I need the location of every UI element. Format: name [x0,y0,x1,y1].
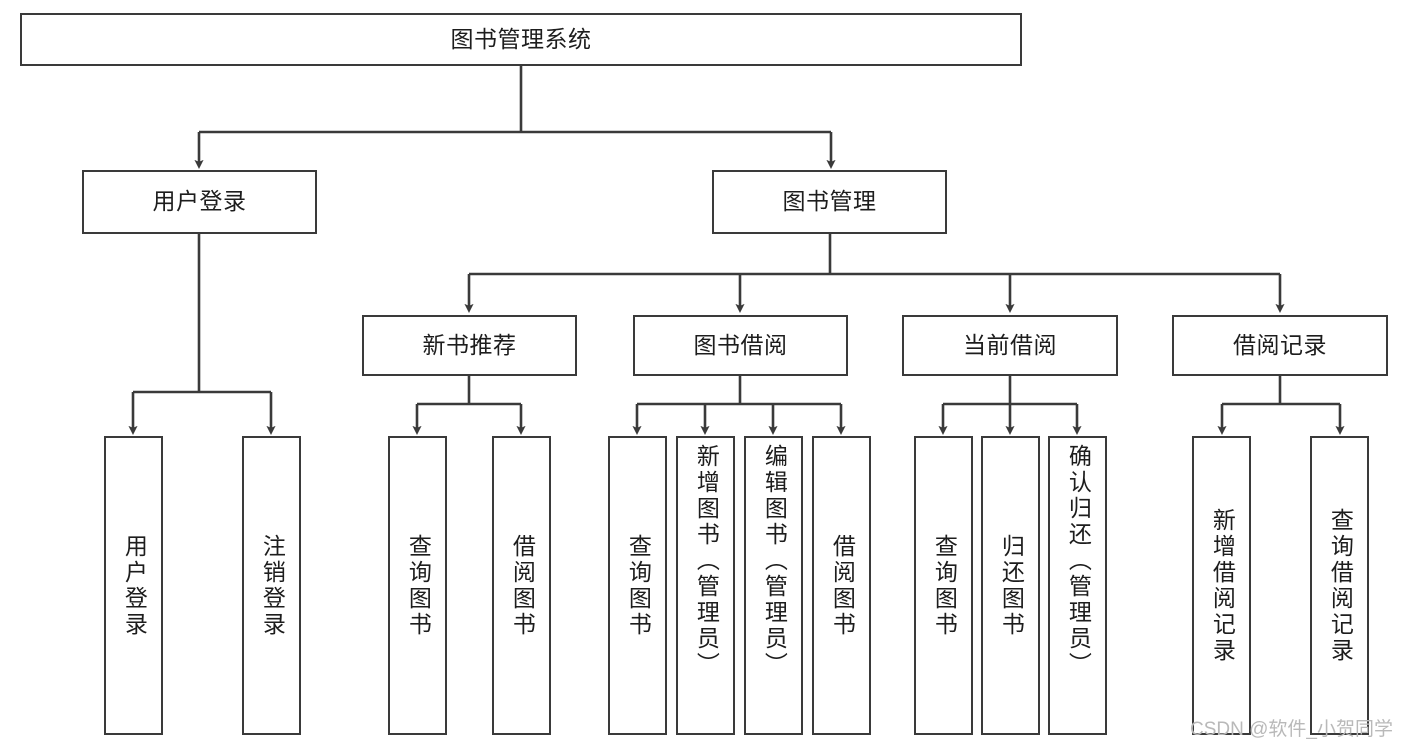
node-label: 查询图书 [405,533,432,638]
leaf-confirm-return-admin[interactable]: 确认归还（管理员） [1048,436,1107,735]
node-label: 用户登录 [121,533,148,638]
leaf-edit-book-admin[interactable]: 编辑图书（管理员） [744,436,803,735]
node-user-login[interactable]: 用户登录 [82,170,317,234]
node-label: 归还图书 [998,533,1025,638]
node-label: 图书管理 [782,188,877,215]
node-root-library-management-system[interactable]: 图书管理系统 [20,13,1022,66]
leaf-borrow-book-recommend[interactable]: 借阅图书 [492,436,551,735]
node-label: 借阅记录 [1233,331,1327,358]
node-label: 用户登录 [152,188,247,215]
node-label: 借阅图书 [829,533,856,638]
leaf-logout-login[interactable]: 注销登录 [242,436,301,735]
leaf-add-borrow-record[interactable]: 新增借阅记录 [1192,436,1251,735]
csdn-watermark: CSDN @软件_小贺同学 [1190,719,1393,740]
node-book-borrow[interactable]: 图书借阅 [633,315,848,376]
node-label: 当前借阅 [963,331,1057,358]
node-label: 图书管理系统 [450,25,592,52]
node-label: 确认归还（管理员） [1065,444,1092,678]
node-label: 查询图书 [625,533,652,638]
leaf-return-book[interactable]: 归还图书 [981,436,1040,735]
node-label: 新增借阅记录 [1209,507,1236,664]
node-label: 借阅图书 [509,533,536,638]
node-label: 注销登录 [259,533,286,638]
node-label: 编辑图书（管理员） [761,444,788,678]
node-borrow-record[interactable]: 借阅记录 [1172,315,1388,376]
node-label: 查询借阅记录 [1327,507,1354,664]
node-label: 新增图书（管理员） [693,444,720,678]
node-label: 图书借阅 [693,331,788,358]
leaf-query-borrow-record[interactable]: 查询借阅记录 [1310,436,1369,735]
leaf-query-book-borrow[interactable]: 查询图书 [608,436,667,735]
node-label: 查询图书 [931,533,958,638]
leaf-user-login[interactable]: 用户登录 [104,436,163,735]
node-book-management[interactable]: 图书管理 [712,170,947,234]
leaf-query-book-recommend[interactable]: 查询图书 [388,436,447,735]
node-current-borrow[interactable]: 当前借阅 [902,315,1118,376]
leaf-borrow-book-borrow[interactable]: 借阅图书 [812,436,871,735]
node-label: 新书推荐 [422,331,517,358]
leaf-query-book-current[interactable]: 查询图书 [914,436,973,735]
node-new-book-recommend[interactable]: 新书推荐 [362,315,577,376]
leaf-add-book-admin[interactable]: 新增图书（管理员） [676,436,735,735]
